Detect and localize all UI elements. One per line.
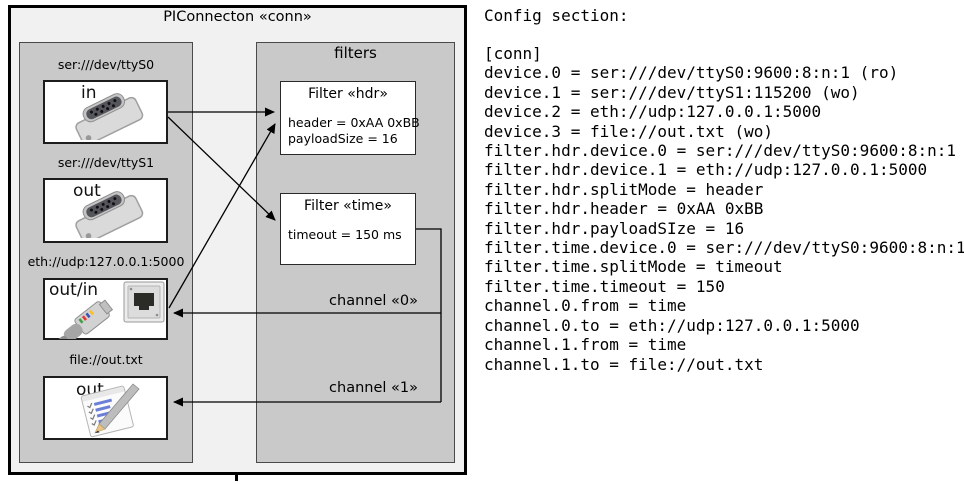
channel-0-label: channel «0» [329, 293, 418, 309]
device-url-ttys0: ser:///dev/ttyS0 [57, 57, 155, 72]
channel-1-label: channel «1» [329, 380, 418, 396]
filter-box-time: Filter «time» timeout = 150 ms [280, 193, 416, 265]
filter-properties: header = 0xAA 0xBB payloadSize = 16 [288, 115, 420, 146]
filters-panel-title: filters [334, 44, 377, 62]
filter-box-hdr: Filter «hdr» header = 0xAA 0xBB payloadS… [280, 81, 420, 155]
filter-title: Filter «time» [304, 198, 392, 214]
filter-title: Filter «hdr» [308, 86, 388, 102]
device-url-ttys1: ser:///dev/ttyS1 [57, 155, 155, 170]
device-box-file: out [43, 376, 168, 440]
diagram-title: PIConnecton «conn» [163, 9, 312, 25]
device-port-label: out [73, 181, 101, 201]
notepad-icon [80, 383, 140, 438]
config-section-heading: Config section: [484, 6, 629, 25]
serial-connector-icon [75, 191, 144, 238]
bottom-tick-mark [235, 472, 238, 481]
device-box-eth: out/in [43, 278, 168, 340]
config-listing: [conn] device.0 = ser:///dev/ttyS0:9600:… [484, 44, 964, 374]
device-port-label: in [81, 83, 97, 103]
serial-connector-icon [75, 93, 144, 140]
device-url-eth: eth://udp:127.0.0.1:5000 [27, 254, 185, 269]
device-box-ttys1: out [43, 178, 168, 243]
device-box-ttys0: in [43, 80, 168, 144]
ethernet-connector-icon [51, 281, 165, 339]
device-port-label: out/in [49, 280, 99, 300]
filter-properties: timeout = 150 ms [288, 227, 402, 242]
device-url-file: file://out.txt [69, 352, 143, 367]
